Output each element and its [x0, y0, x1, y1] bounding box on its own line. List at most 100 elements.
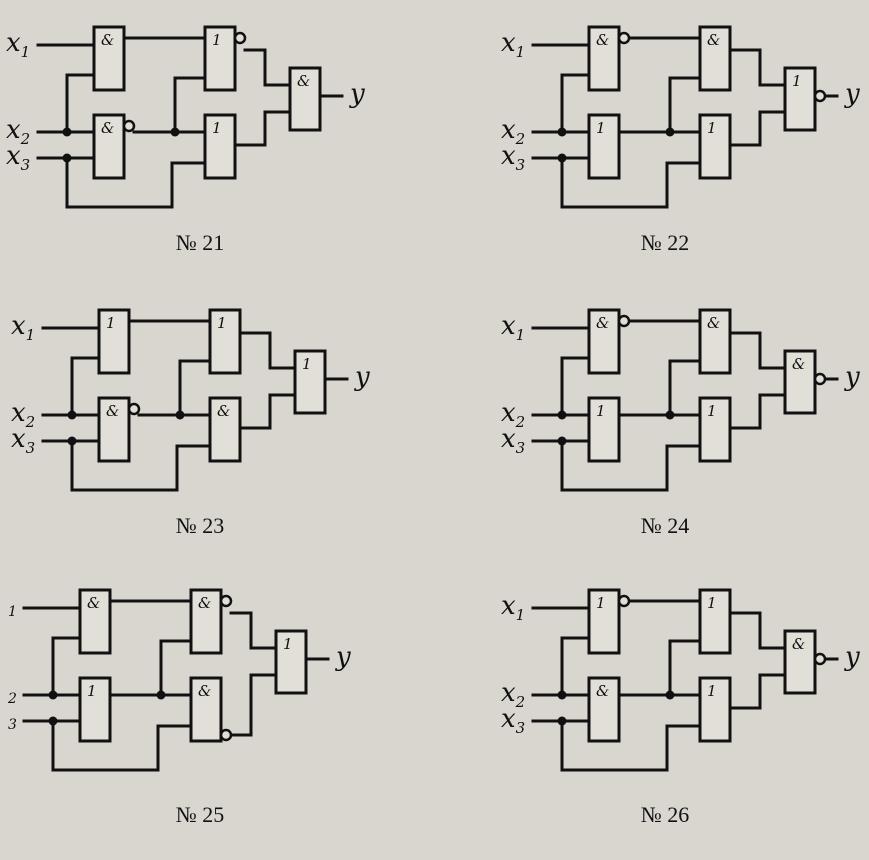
inverter-bubble — [813, 372, 827, 386]
logic-gate-g2: & — [587, 676, 621, 743]
gate-body — [783, 349, 817, 415]
wire — [668, 76, 702, 134]
gate-symbol: & — [596, 314, 609, 332]
wire — [173, 76, 207, 134]
gate-body — [587, 396, 621, 463]
logic-gate-g4: & — [208, 396, 242, 463]
wire — [233, 110, 292, 147]
inverter-bubble — [127, 402, 141, 416]
gate-body — [97, 308, 131, 375]
logic-gate-g3: & — [189, 588, 233, 655]
gate-symbol: 1 — [707, 594, 717, 612]
output-label: y — [349, 79, 365, 109]
logic-gate-out: & — [288, 66, 322, 132]
wire — [238, 331, 297, 370]
wire — [728, 331, 787, 370]
wire — [728, 110, 787, 147]
diagram-caption: № 22 — [641, 230, 690, 255]
wire — [560, 156, 702, 209]
gate-symbol: & — [101, 119, 114, 137]
inverter-bubble — [617, 31, 631, 45]
wire — [728, 611, 787, 650]
gate-symbol: 1 — [106, 314, 116, 332]
wire — [668, 639, 702, 697]
gate-body — [203, 113, 237, 180]
logic-gate-g2: & — [92, 113, 136, 180]
inverter-bubble — [122, 119, 136, 133]
gate-body — [274, 629, 308, 695]
gate-symbol: 1 — [217, 314, 227, 332]
gate-body — [208, 308, 242, 375]
junction-dot — [557, 127, 567, 137]
gate-symbol: & — [707, 31, 720, 49]
logic-gate-g1: & — [78, 588, 112, 655]
gate-body — [208, 396, 242, 463]
wire — [243, 48, 292, 87]
input-label: x1 — [11, 311, 35, 344]
output-label: y — [844, 642, 860, 672]
input-label: 1 — [8, 604, 17, 620]
inverter-bubble — [219, 594, 233, 608]
junction-dot — [62, 127, 72, 137]
gate-body — [587, 25, 621, 92]
input-label: x1 — [501, 311, 525, 344]
gate-body — [698, 588, 732, 655]
logic-gate-g4: 1 — [698, 113, 732, 180]
input-label: 3 — [8, 717, 17, 733]
gate-symbol: 1 — [212, 31, 222, 49]
gate-body — [587, 676, 621, 743]
diagram-caption: № 23 — [176, 513, 225, 538]
logic-gate-g4: & — [189, 676, 233, 743]
logic-gate-g1: & — [587, 308, 631, 375]
logic-gate-out: & — [783, 349, 827, 415]
wire — [728, 673, 787, 710]
logic-gate-out: 1 — [274, 629, 308, 695]
logic-gate-g4: 1 — [203, 113, 237, 180]
gate-body — [783, 629, 817, 695]
gate-body — [587, 113, 621, 180]
input-label: 2 — [7, 691, 17, 707]
wire — [65, 73, 96, 134]
gate-body — [92, 113, 126, 180]
gate-body — [78, 676, 112, 743]
input-label: x1 — [6, 28, 30, 61]
diagram-caption: № 26 — [641, 802, 690, 827]
logic-gate-g1: 1 — [97, 308, 131, 375]
wire — [229, 611, 278, 650]
logic-gate-g2: 1 — [587, 113, 621, 180]
wire — [560, 636, 591, 697]
junction-dot — [557, 716, 567, 726]
logic-gate-g4: 1 — [698, 396, 732, 463]
inverter-bubble — [813, 652, 827, 666]
gate-symbol: & — [106, 402, 119, 420]
gate-symbol: 1 — [596, 594, 606, 612]
gate-symbol: & — [792, 635, 805, 653]
gate-body — [698, 396, 732, 463]
gate-symbol: 1 — [707, 402, 717, 420]
wire — [178, 359, 212, 417]
inverter-bubble — [617, 594, 631, 608]
input-label: x3 — [501, 141, 525, 174]
logic-gate-g2: 1 — [587, 396, 621, 463]
gate-body — [587, 308, 621, 375]
logic-gate-out: 1 — [293, 349, 327, 415]
gate-symbol: & — [707, 314, 720, 332]
gate-body — [698, 113, 732, 180]
junction-dot — [67, 410, 77, 420]
junction-dot — [48, 716, 58, 726]
logic-gate-g3: 1 — [698, 588, 732, 655]
diagram-caption: № 21 — [176, 230, 225, 255]
wire — [668, 359, 702, 417]
junction-dot — [665, 690, 675, 700]
inverter-bubble — [813, 89, 827, 103]
gate-symbol: & — [792, 355, 805, 373]
gate-body — [293, 349, 327, 415]
gate-symbol: & — [217, 402, 230, 420]
